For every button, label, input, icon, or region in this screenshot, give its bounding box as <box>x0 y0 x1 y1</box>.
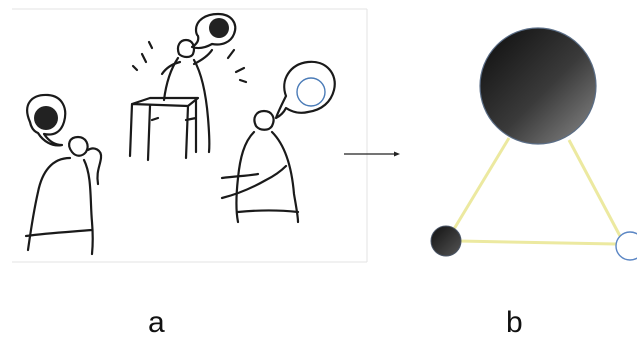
center-emphasis-right <box>226 48 248 84</box>
left-person <box>24 93 103 256</box>
center-emphasis-left <box>131 40 154 72</box>
center-person-body <box>162 56 211 154</box>
node-small-dark <box>430 225 462 257</box>
center-person-arms <box>160 48 214 76</box>
panel-label-a: a <box>148 306 165 339</box>
podium <box>128 96 200 162</box>
panel-a-sketch <box>12 8 368 263</box>
right-person-arms <box>220 164 288 200</box>
left-thought-bubble <box>26 93 67 147</box>
edge-top-left <box>449 137 511 235</box>
node-small-light <box>615 231 637 261</box>
center-person <box>128 12 248 162</box>
right-person-head <box>253 109 275 131</box>
center-thought-dark-circle <box>209 18 229 38</box>
edge-bottom <box>457 239 617 246</box>
left-person-hand <box>86 147 103 186</box>
node-large-dark <box>479 27 597 145</box>
center-thought-bubble <box>190 12 237 50</box>
edge-top-right <box>567 139 622 237</box>
right-arrow-icon <box>344 151 400 157</box>
right-person <box>220 60 336 224</box>
left-thought-dark-circle <box>34 106 58 130</box>
left-person-body <box>26 156 94 256</box>
right-person-ground <box>236 209 300 214</box>
left-person-ground <box>24 228 94 238</box>
right-thought-bubble <box>274 60 336 120</box>
left-person-head <box>68 135 89 157</box>
center-person-head <box>176 38 196 59</box>
right-thought-light-circle <box>296 77 326 107</box>
panel-label-b: b <box>506 306 523 339</box>
right-person-body <box>235 130 300 224</box>
panel-b-graph <box>430 27 637 261</box>
